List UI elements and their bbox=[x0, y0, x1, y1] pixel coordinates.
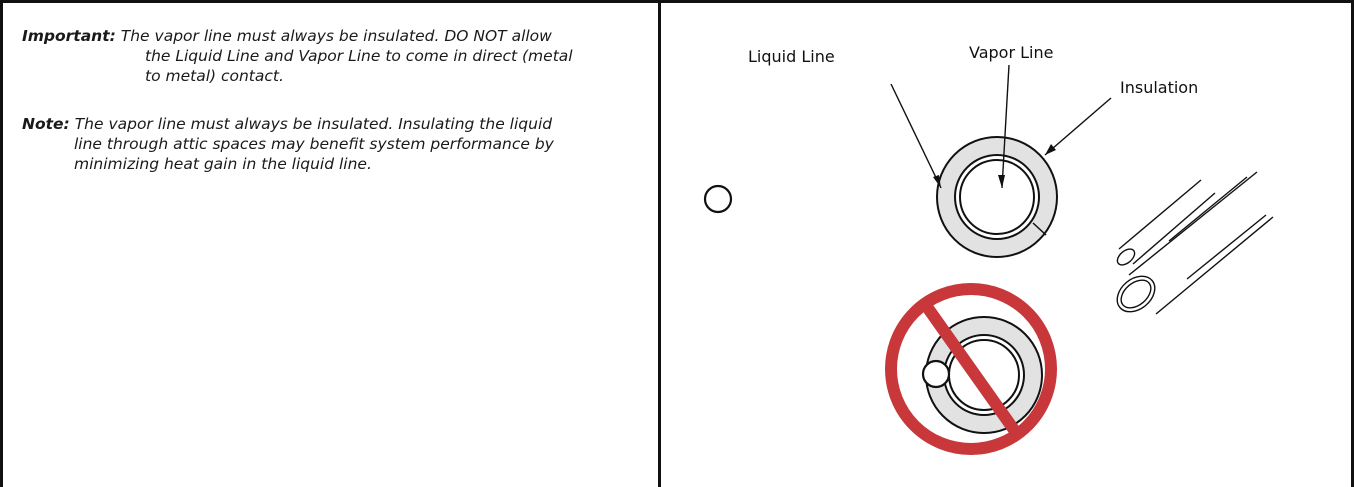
insulation-label: Insulation bbox=[1120, 78, 1199, 97]
liquid-line-leader bbox=[890, 83, 942, 189]
prohibited-sign-circle bbox=[885, 283, 1057, 455]
note-line-2: line through attic spaces may benefit sy… bbox=[74, 135, 554, 153]
note-line-3: minimizing heat gain in the liquid line. bbox=[74, 155, 372, 173]
vapor-line-arrowhead bbox=[998, 175, 1005, 188]
prohibited-arrangement bbox=[885, 283, 1057, 455]
instructions-column: Important: The vapor line must always be… bbox=[22, 26, 652, 202]
insulation-leader bbox=[1044, 97, 1112, 156]
perspective-pipes bbox=[1116, 171, 1274, 315]
important-line-3: to metal) contact. bbox=[145, 67, 284, 85]
vapor-line-inner-wall bbox=[959, 159, 1035, 235]
frame-border-top bbox=[0, 0, 1354, 3]
vapor-line-leader bbox=[1001, 64, 1010, 189]
line-set-illustration bbox=[703, 64, 1274, 455]
important-line-2: the Liquid Line and Vapor Line to come i… bbox=[145, 47, 573, 65]
column-divider bbox=[658, 0, 661, 487]
frame-border-left bbox=[0, 0, 3, 487]
important-lead: Important: bbox=[22, 27, 116, 45]
vapor-line-label: Vapor Line bbox=[969, 43, 1054, 62]
note-line-1: The vapor line must always be insulated.… bbox=[74, 115, 553, 133]
liquid-line-arrowhead bbox=[933, 175, 941, 188]
correct-arrangement bbox=[703, 64, 1112, 258]
prohibited-liquid-line-tube bbox=[921, 359, 951, 389]
note-paragraph: Note: The vapor line must always be insu… bbox=[22, 114, 652, 174]
liquid-line-label: Liquid Line bbox=[748, 47, 835, 66]
insulation-slit bbox=[1032, 222, 1047, 236]
liquid-line-tube bbox=[703, 184, 733, 214]
frame-border-right bbox=[1351, 0, 1354, 487]
important-line-1: The vapor line must always be insulated.… bbox=[120, 27, 552, 45]
line-set-diagram: Liquid Line Vapor Line Insulation bbox=[661, 3, 1351, 487]
important-paragraph: Important: The vapor line must always be… bbox=[22, 26, 652, 86]
insulation-arrowhead bbox=[1045, 144, 1056, 155]
prohibited-sign-slash bbox=[920, 300, 1022, 438]
note-lead: Note: bbox=[22, 115, 70, 133]
